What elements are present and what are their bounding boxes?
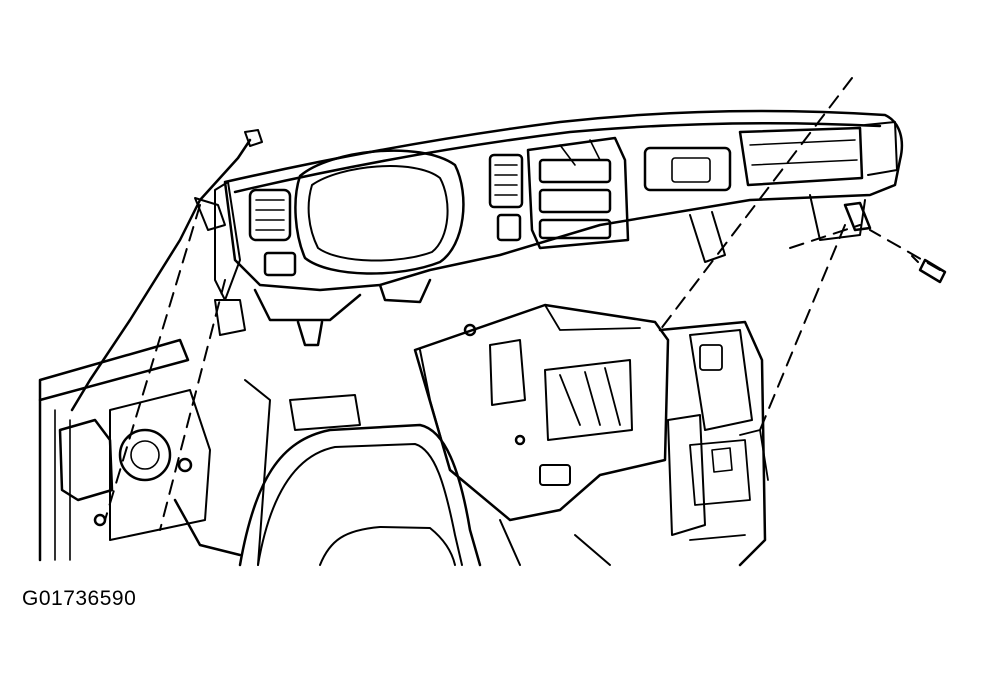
left-cowl-structure — [38, 299, 246, 562]
instrument-panel — [214, 109, 904, 347]
mounting-bolt — [911, 255, 947, 284]
wiring-harness — [70, 129, 263, 412]
alignment-lines — [104, 77, 941, 531]
right-side-structure — [658, 320, 769, 567]
door-opening-frame — [238, 379, 482, 567]
figure-id-label: G01736590 — [22, 587, 137, 610]
center-dash-panel — [413, 303, 670, 566]
